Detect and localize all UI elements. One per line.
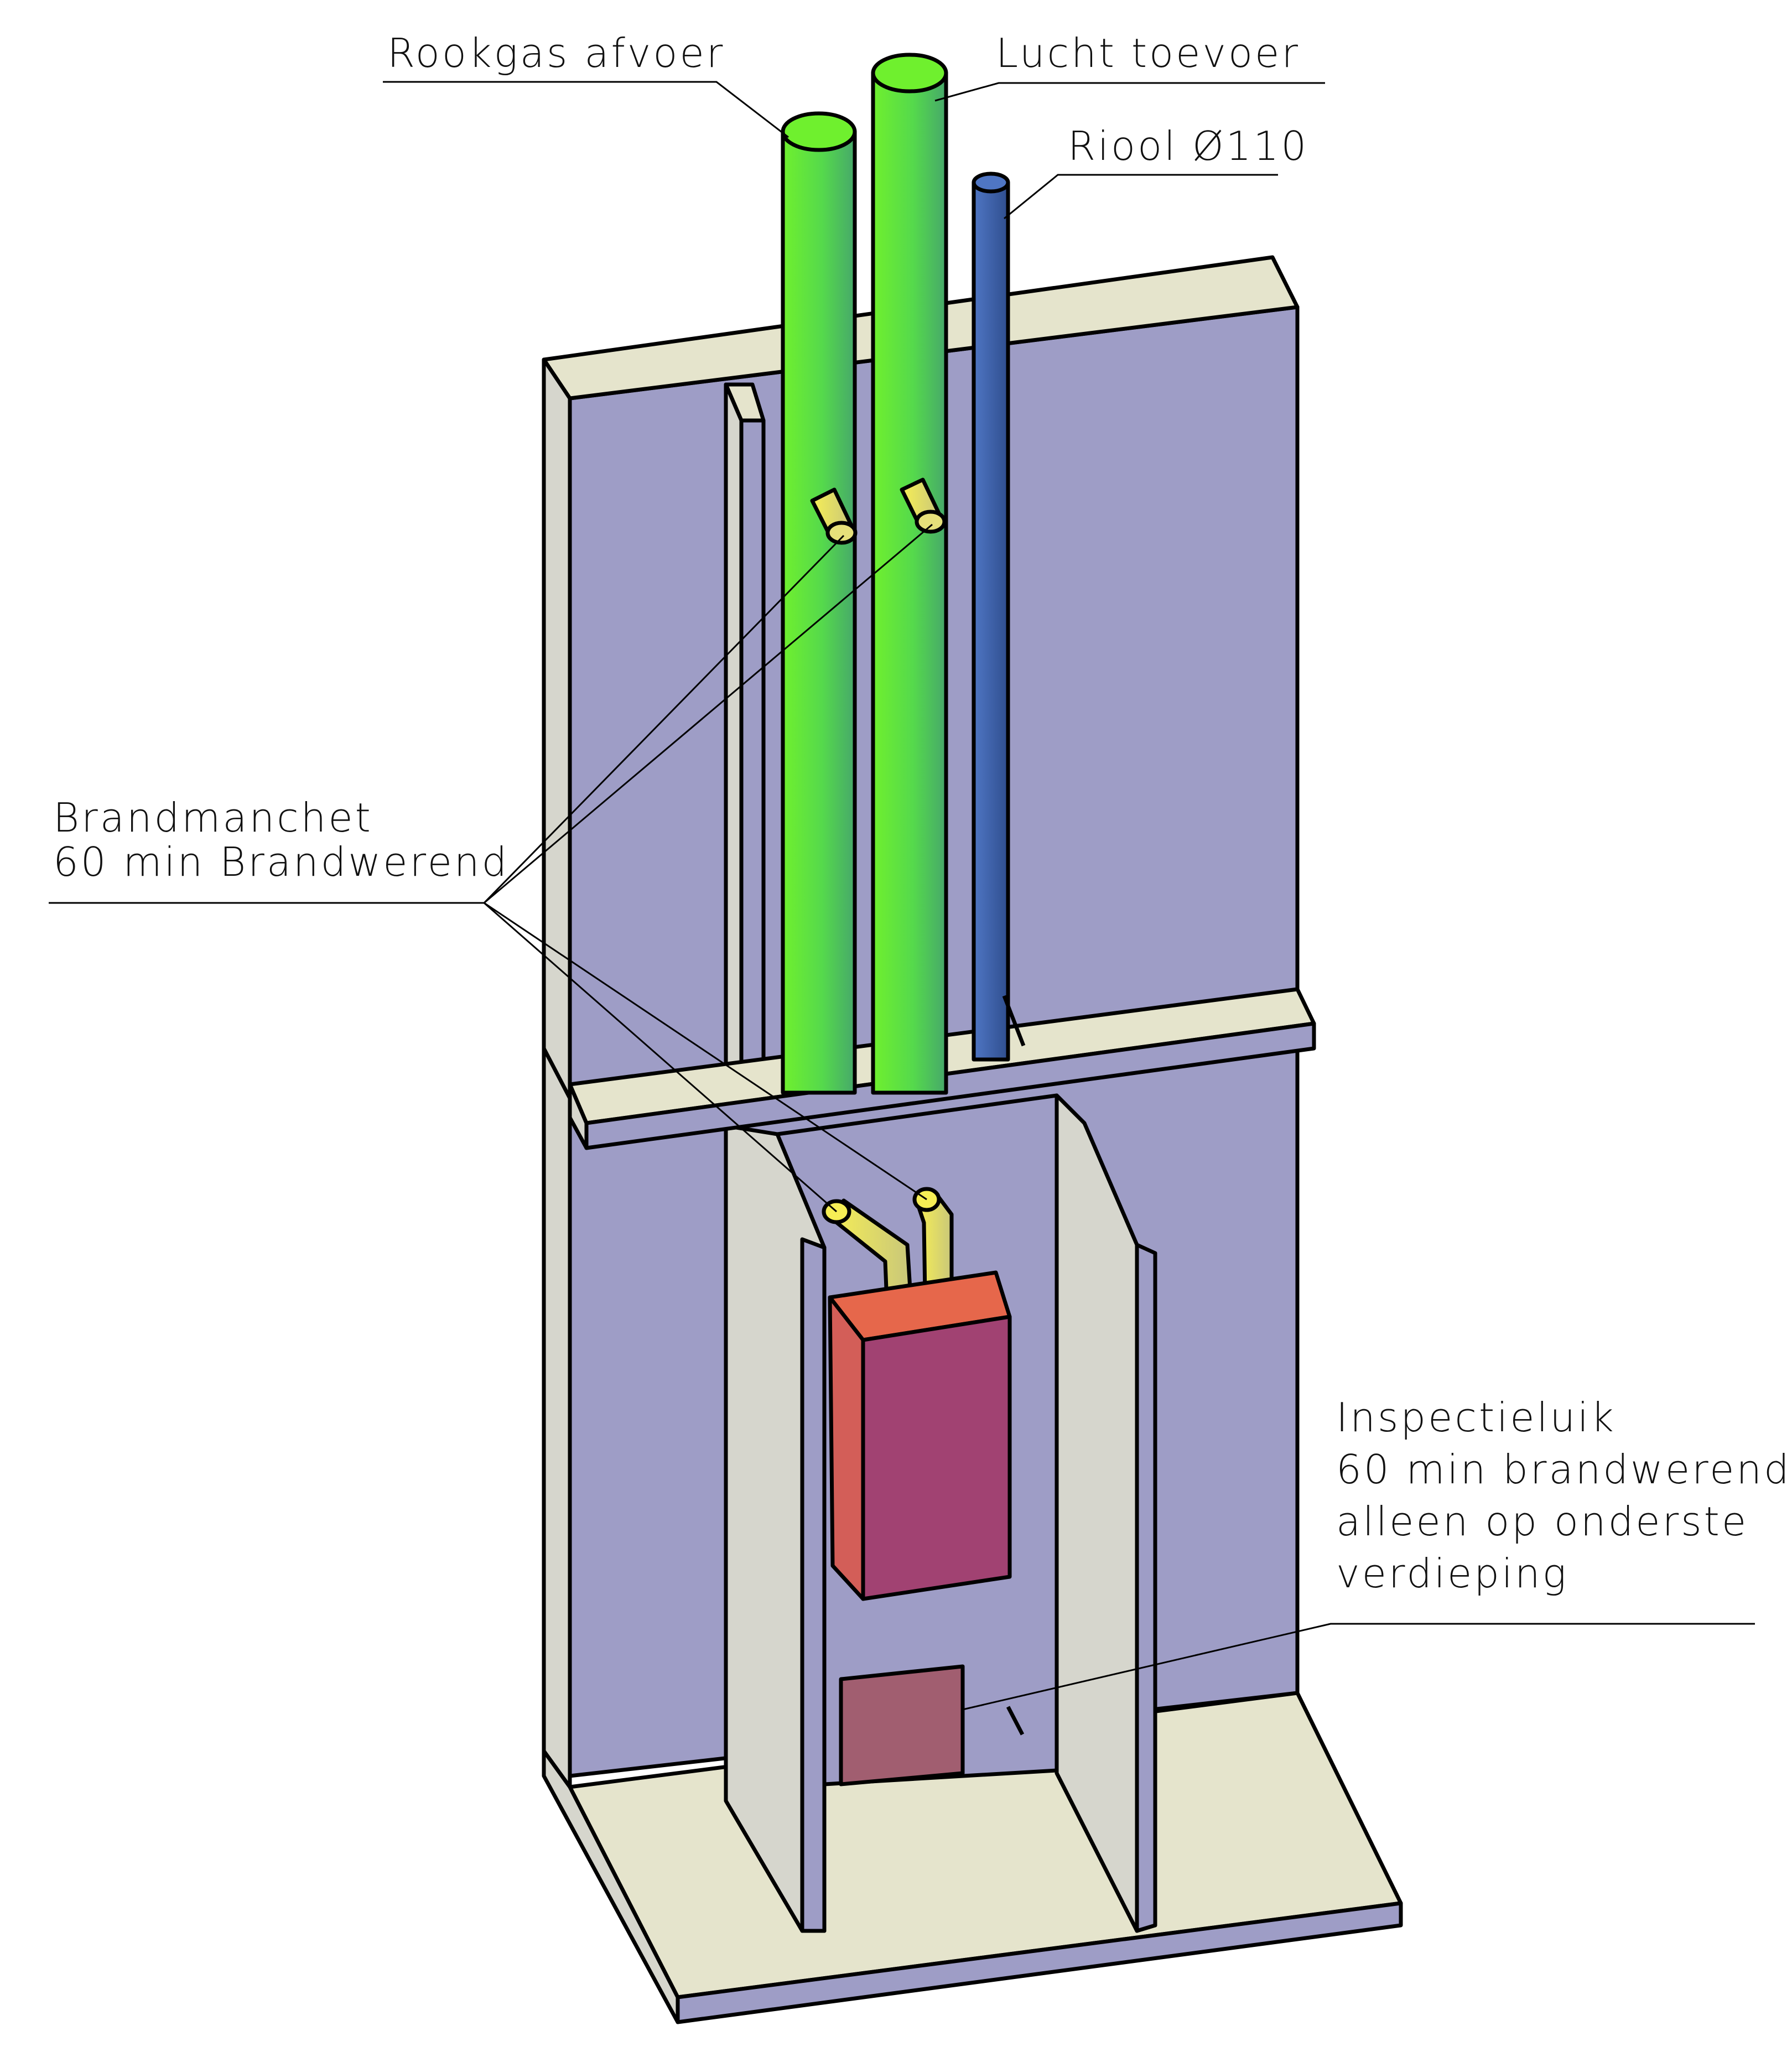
inner-post-upper: [724, 382, 766, 1106]
label-lucht-toevoer: Lucht toevoer: [996, 30, 1300, 76]
label-inspectieluik-line2: 60 min brandwerend: [1336, 1446, 1791, 1493]
inspection-hatch: [839, 1664, 965, 1786]
flue-pipe: [781, 111, 857, 1095]
label-rookgas-afvoer: Rookgas afvoer: [387, 30, 725, 76]
leader-riool: [1004, 174, 1278, 220]
label-brandmanchet-line1: Brandmanchet: [53, 794, 373, 841]
drain-pipe: [972, 172, 1026, 1062]
boiler: [828, 1270, 1012, 1601]
fire-sleeve-upper-right: [900, 477, 947, 534]
leader-inspectieluik: [962, 1623, 1755, 1711]
leader-brandmanchet: [49, 523, 933, 1213]
leader-lucht: [934, 82, 1325, 102]
label-riool: Riool Ø110: [1068, 123, 1309, 169]
fire-sleeve-upper-left: [810, 487, 858, 545]
leader-rookgas: [383, 81, 789, 138]
air-supply-pipe: [871, 53, 948, 1095]
lower-left-wall: [542, 1046, 572, 1789]
inner-shaft-lower: [724, 1093, 1157, 1933]
label-brandmanchet-line2: 60 min Brandwerend: [53, 839, 510, 885]
label-inspectieluik-line3: alleen op onderste: [1336, 1498, 1749, 1545]
label-inspectieluik-line1: Inspectieluik: [1336, 1394, 1616, 1441]
label-inspectieluik-line4: verdieping: [1336, 1550, 1568, 1597]
drain-stub-lower: [1006, 1706, 1025, 1736]
